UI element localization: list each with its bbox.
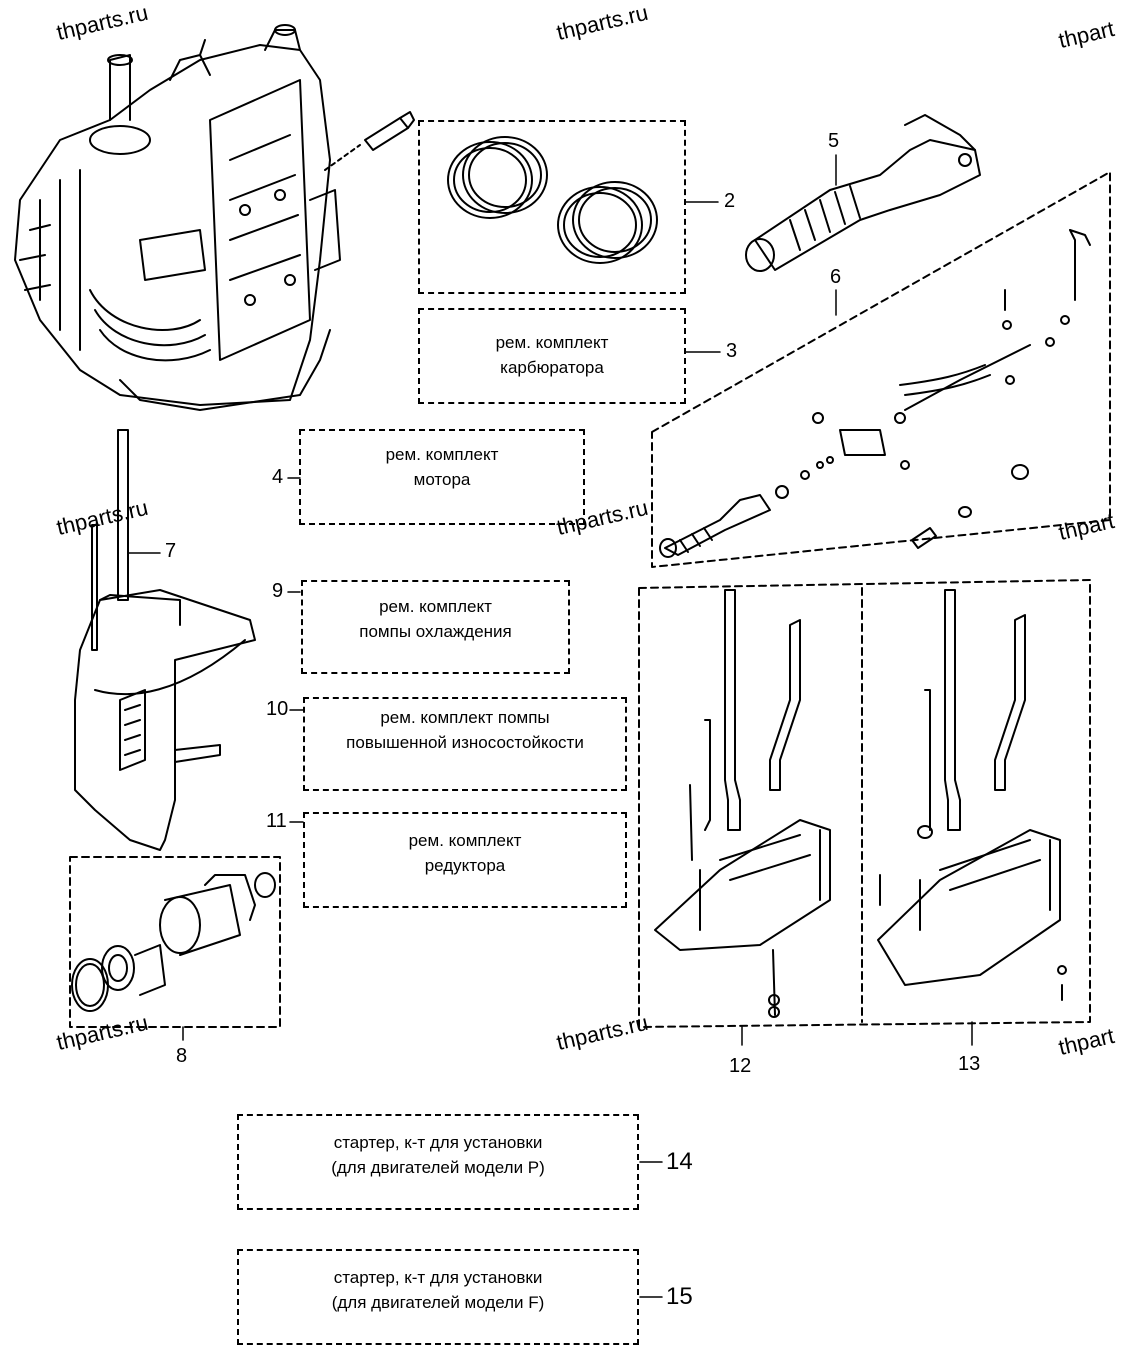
carburetor-kit-box bbox=[418, 308, 686, 404]
callout-14: 14 bbox=[666, 1148, 693, 1175]
callout-15: 15 bbox=[666, 1283, 693, 1310]
callout-9: 9 bbox=[272, 580, 284, 602]
cooling-pump-kit-label: рем. комплект помпы охлаждения bbox=[359, 597, 512, 641]
callout-6: 6 bbox=[830, 266, 842, 288]
callout-3: 3 bbox=[726, 340, 738, 362]
callout-13: 13 bbox=[958, 1053, 981, 1075]
callout-8: 8 bbox=[176, 1045, 188, 1067]
callout-10: 10 bbox=[266, 698, 289, 720]
gearcase-kit-box bbox=[303, 812, 627, 908]
piston-rings-drawing bbox=[447, 136, 658, 264]
callout-7: 7 bbox=[165, 540, 177, 562]
throttle-linkage-kit-drawing bbox=[651, 171, 1111, 568]
starter-kit-model-p-box bbox=[237, 1114, 639, 1210]
callout-leader-lines bbox=[127, 154, 973, 1298]
carburetor-kit-label: рем. комплект карбюратора bbox=[495, 333, 609, 377]
heavy-duty-pump-kit-label: рем. комплект помпы повышенной износосто… bbox=[346, 708, 584, 752]
callout-12: 12 bbox=[729, 1055, 752, 1077]
callout-5: 5 bbox=[828, 130, 840, 152]
starter-kit-model-p-label: стартер, к-т для установки (для двигател… bbox=[331, 1133, 545, 1177]
water-pump-kit-drawing bbox=[69, 856, 281, 1028]
spark-plug-drawing bbox=[324, 111, 415, 171]
lower-unit-drawing bbox=[74, 429, 256, 851]
motor-kit-label: рем. комплект мотора bbox=[385, 445, 499, 489]
callout-11: 11 bbox=[266, 810, 287, 832]
starter-kit-model-f-box bbox=[237, 1249, 639, 1345]
callout-4: 4 bbox=[272, 466, 284, 488]
callout-2: 2 bbox=[724, 190, 736, 212]
piston-rings-kit-box bbox=[418, 120, 686, 294]
engine-powerhead-drawing bbox=[14, 24, 341, 411]
cooling-pump-kit-box bbox=[301, 580, 570, 674]
gearcase-kit-label: рем. комплект редуктора bbox=[408, 831, 522, 875]
heavy-duty-pump-kit-box bbox=[303, 697, 627, 791]
exhaust-housing-kits-drawing bbox=[638, 579, 1091, 1028]
starter-kit-model-f-label: стартер, к-т для установки (для двигател… bbox=[331, 1268, 545, 1312]
tiller-handle-drawing bbox=[745, 114, 981, 272]
motor-kit-box bbox=[299, 429, 585, 525]
